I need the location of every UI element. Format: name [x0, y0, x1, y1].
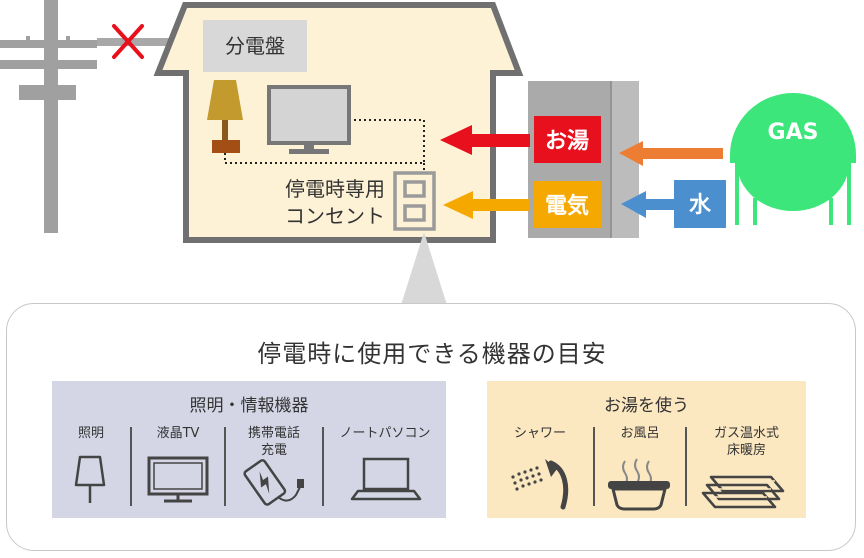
lighting-info-devices-box: 照明・情報機器 照明 液晶TV 携帯電話 充電 ノートパソコン — [52, 381, 446, 518]
panel-title: 停電時に使用できる機器の目安 — [257, 340, 607, 368]
outlet-label-line1: 停電時専用 — [285, 177, 385, 201]
cross-mark-icon — [112, 24, 144, 59]
lighting-info-heading: 照明・情報機器 — [189, 396, 309, 416]
device-label: ガス温水式 床暖房 — [713, 426, 779, 458]
column-divider — [322, 427, 324, 506]
breaker-panel-label: 分電盤 — [225, 34, 285, 58]
column-divider — [224, 427, 226, 506]
hot-water-arrow — [440, 125, 530, 155]
power-outage-diagram: 分電盤 停電時専用 コンセント お湯 電気 — [0, 0, 856, 305]
breaker-panel: 分電盤 — [203, 20, 307, 72]
electricity-arrow — [443, 191, 530, 219]
device-label: シャワー — [513, 426, 566, 441]
lamp-icon — [207, 80, 243, 153]
device-label: ノートパソコン — [339, 426, 431, 441]
water-supply-arrow — [621, 191, 674, 218]
gas-tank-label: GAS — [768, 120, 819, 145]
column-divider — [685, 427, 687, 506]
device-label: お風呂 — [620, 426, 660, 441]
water-label: 水 — [689, 193, 712, 218]
device-shower: シャワー — [487, 425, 593, 510]
tv-icon — [267, 85, 351, 154]
dotted-wiring — [224, 119, 425, 173]
callout-pointer — [401, 232, 447, 305]
water-badge: 水 — [674, 180, 726, 228]
device-floor-heating: ガス温水式 床暖房 — [687, 425, 806, 509]
column-divider — [130, 427, 132, 506]
gas-supply-arrow — [619, 141, 723, 166]
phone-charging-icon — [243, 459, 304, 506]
device-laptop: ノートパソコン — [324, 425, 446, 508]
device-bath: お風呂 — [595, 425, 685, 511]
shower-icon — [511, 459, 569, 510]
hot-water-use-heading: お湯を使う — [604, 396, 689, 416]
hot-water-badge: お湯 — [534, 116, 601, 163]
device-label: 照明 — [77, 426, 104, 441]
hot-water-use-box: お湯を使う シャワー お風呂 ガス温水式 床暖房 — [487, 381, 806, 518]
electricity-badge: 電気 — [534, 181, 601, 228]
emergency-outlet-icon — [393, 171, 436, 231]
desk-lamp-icon — [74, 455, 106, 503]
laptop-icon — [350, 457, 422, 501]
device-lcd-tv: 液晶TV — [132, 425, 224, 508]
electricity-label: 電気 — [545, 193, 589, 219]
outlet-label-line2: コンセント — [285, 204, 385, 228]
bathtub-icon — [608, 458, 670, 511]
column-divider — [593, 427, 595, 506]
device-label: 携帯電話 充電 — [247, 426, 300, 458]
device-label: 液晶TV — [156, 426, 200, 441]
device-phone-charging: 携帯電話 充電 — [226, 425, 322, 508]
hot-water-label: お湯 — [545, 129, 589, 154]
lcd-tv-icon — [147, 456, 209, 503]
device-lighting: 照明 — [52, 425, 130, 508]
floor-heating-icon — [701, 475, 785, 509]
gas-tank-icon: GAS — [730, 93, 856, 225]
utility-pole-icon — [0, 0, 97, 233]
